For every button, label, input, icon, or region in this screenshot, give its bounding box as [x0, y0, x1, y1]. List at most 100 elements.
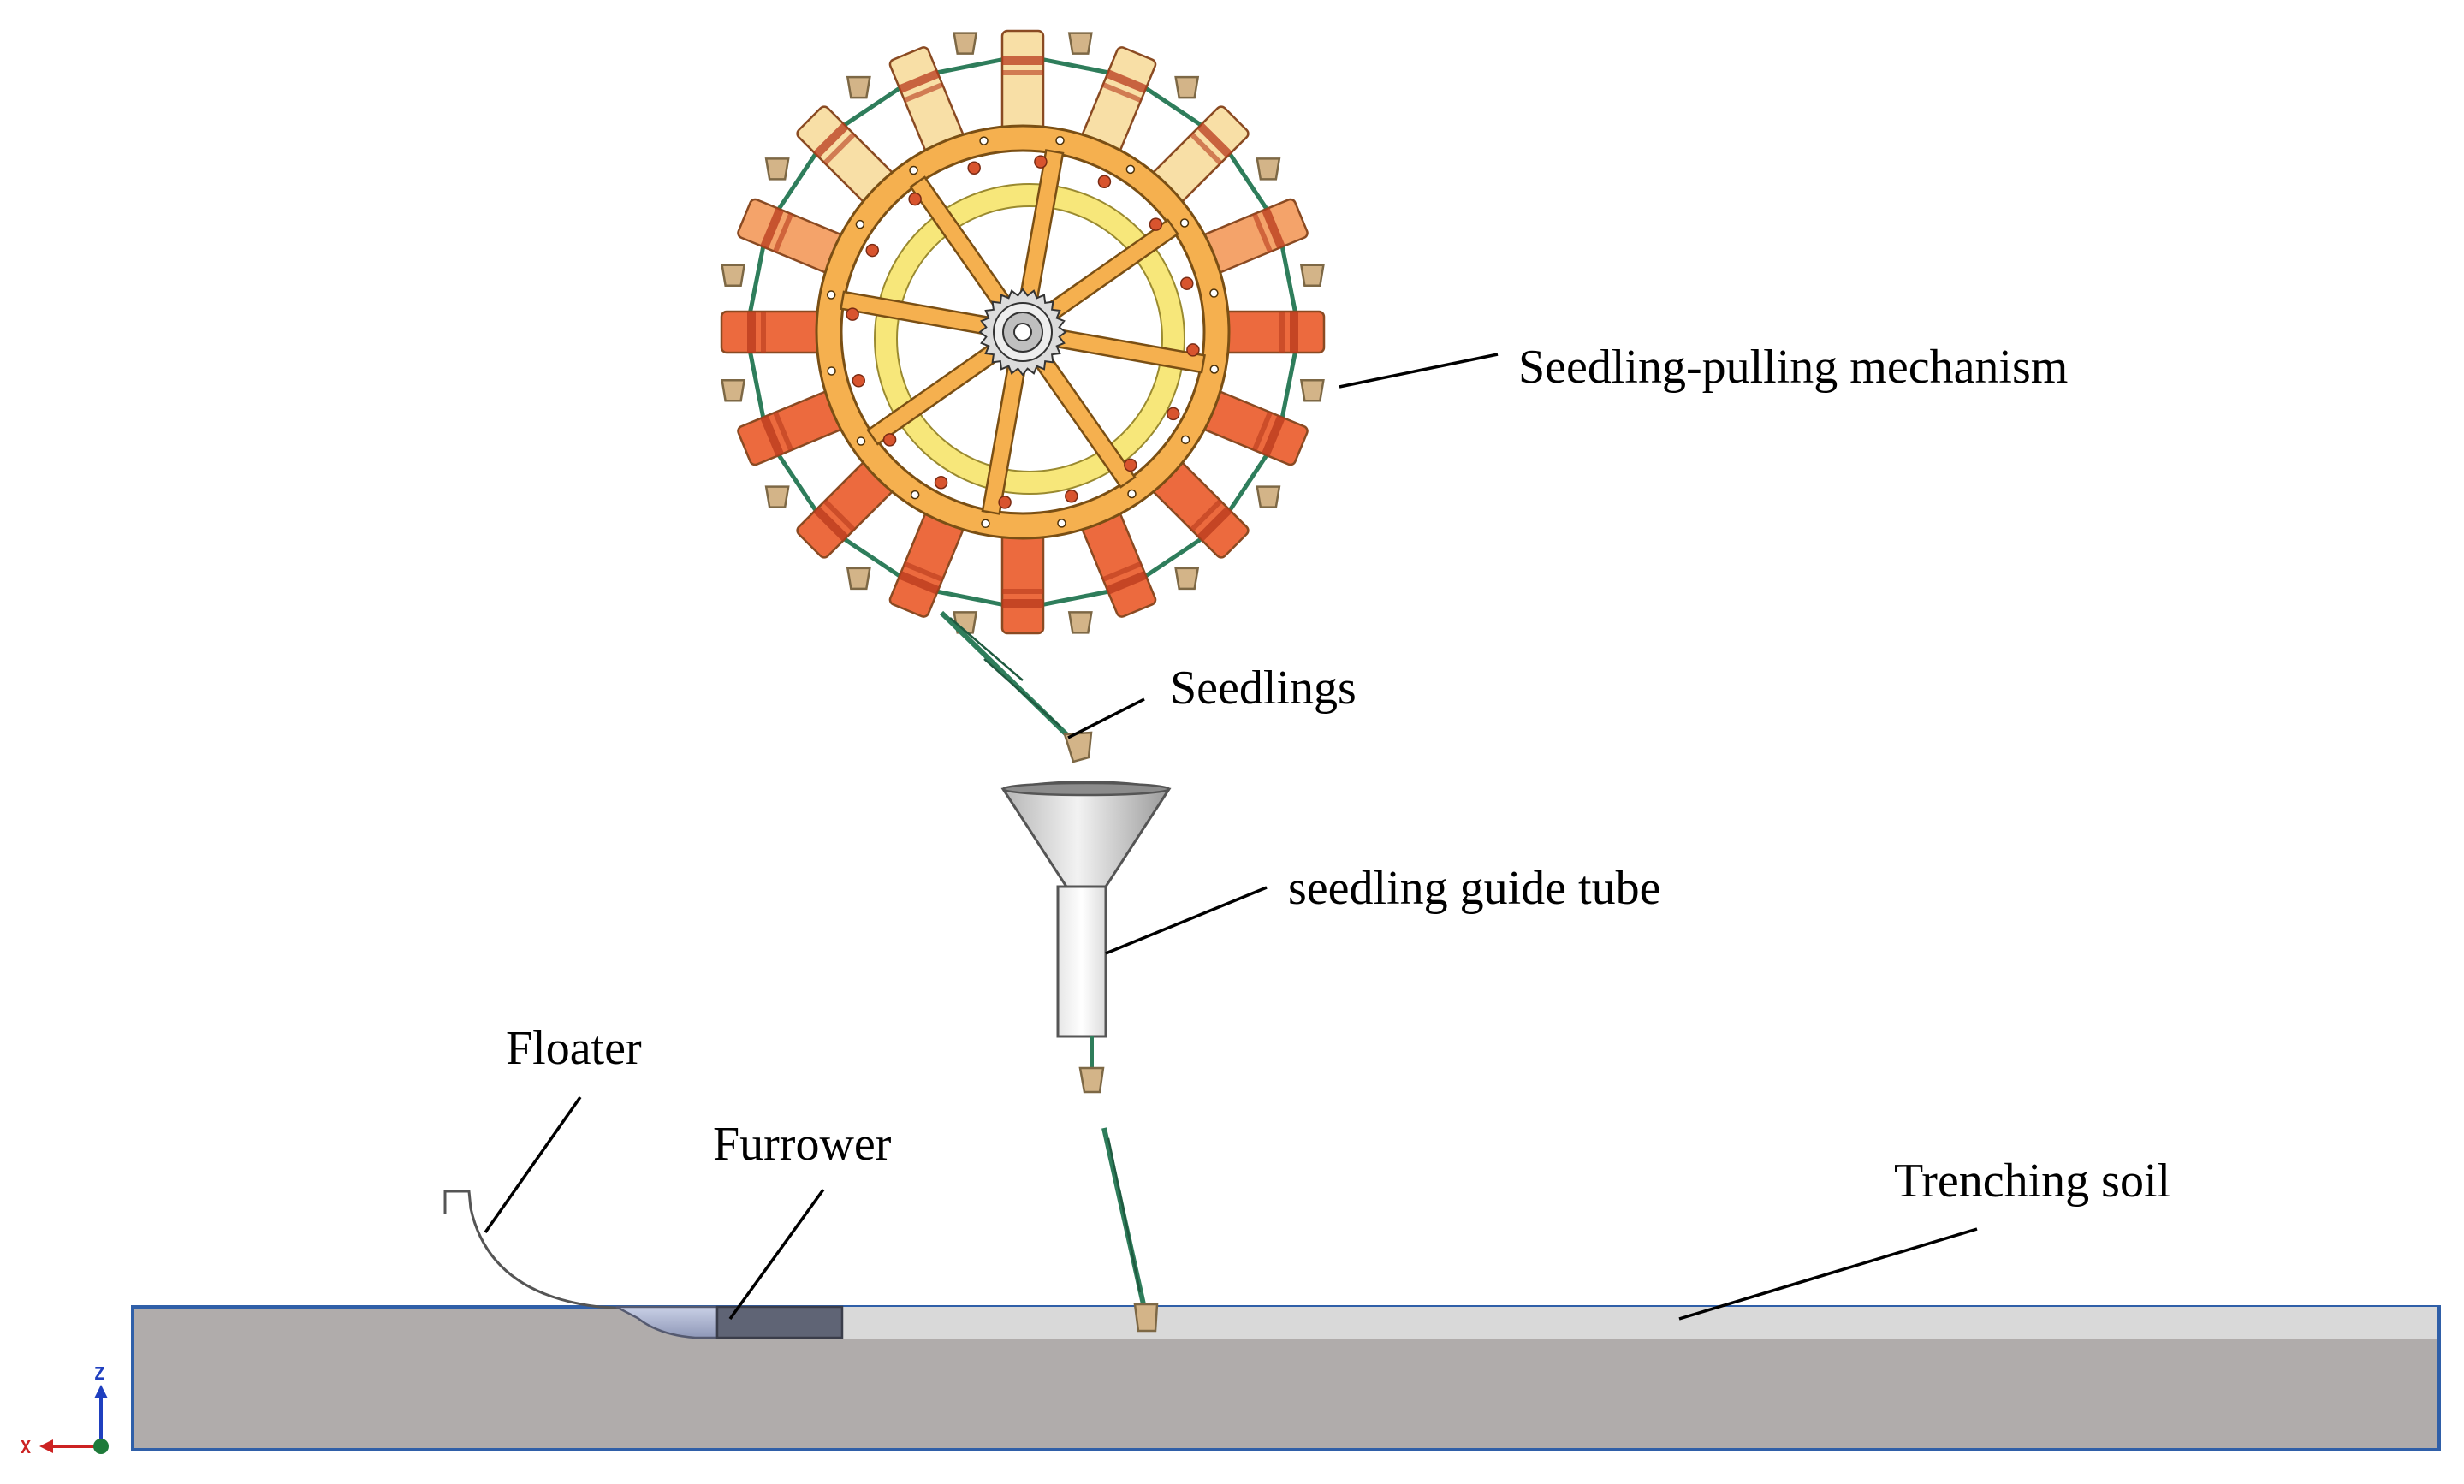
ring-seedling-leaf [1225, 449, 1272, 516]
ring-seedling-leaf [1225, 148, 1272, 215]
ring-seedling-leaf [839, 83, 905, 130]
bolt-hole [910, 490, 920, 500]
leader-soil [1678, 1227, 1978, 1321]
clamp-bracket [1180, 276, 1194, 290]
trenching-soil [131, 1305, 2441, 1451]
bolt-hole [826, 290, 836, 300]
ring-seedling-leaf [1140, 83, 1207, 130]
ring-seedling-leaf [1037, 56, 1113, 76]
clamp-bracket [908, 192, 922, 206]
clamp-bracket [1186, 343, 1200, 357]
axis-z-label: Z [94, 1363, 104, 1384]
clamp-arm-band [1190, 499, 1223, 532]
bolt-hole [856, 436, 866, 446]
clamp-arm-band [760, 207, 784, 249]
clamp-bracket [1167, 407, 1180, 421]
ring-seedling-leaf [1140, 534, 1207, 581]
axis-z-arrow-icon [94, 1385, 108, 1398]
seedling-pulling-mechanism [720, 29, 1326, 635]
clamp-arm-band [1251, 212, 1273, 253]
leader-mechanism [1339, 353, 1499, 389]
bolt-hole [1125, 164, 1136, 175]
clamp-arm-band [747, 312, 756, 353]
axis-origin-icon [93, 1439, 109, 1454]
leader-furrower [728, 1188, 825, 1321]
ring-seedling-root-plug [721, 379, 746, 402]
ring-seedling-root-plug [764, 157, 790, 181]
clamp-arm-band [1251, 411, 1273, 452]
clamp-arm-band [1002, 56, 1043, 65]
clamp-arm-band [1101, 82, 1143, 104]
clamp-arm-band [1101, 561, 1143, 582]
ring-seedling-leaf [774, 449, 821, 516]
label-mechanism: Seedling-pulling mechanism [1518, 341, 2068, 394]
label-furrower: Furrower [713, 1118, 892, 1171]
bolt-hole [909, 165, 918, 175]
axis-triad: Z X [21, 1363, 109, 1457]
ring-seedling-root-plug [846, 567, 871, 591]
tube [1056, 885, 1107, 1038]
bolt-hole [1179, 218, 1190, 228]
clamp-arm-band [1290, 312, 1298, 353]
ring-seedling-leaf [774, 148, 821, 215]
clamp-arm-band [813, 506, 849, 542]
clamp-arm-band [1002, 70, 1043, 75]
ring-seedling-root-plug [846, 75, 871, 99]
ring-seedling-root-plug [1256, 157, 1281, 181]
ring-seedling-leaf [747, 241, 767, 318]
funnel-rim [1001, 781, 1171, 797]
clamp-arm-band [1196, 506, 1232, 542]
seedlings [939, 610, 1159, 1333]
clamp-arm-band [1190, 132, 1223, 165]
soil-top-layer [843, 1307, 2437, 1339]
furrower-body [715, 1305, 844, 1339]
clamp-bracket [846, 307, 859, 321]
label-soil: Trenching soil [1894, 1155, 2170, 1208]
bolt-hole [855, 219, 865, 229]
clamp-arm [1000, 510, 1045, 635]
bolt-hole [979, 136, 989, 145]
clamp-arm-band [1262, 207, 1285, 249]
clamp-arm [1000, 29, 1045, 154]
clamp-arm-band [1279, 312, 1285, 353]
seedling-root-plug [1133, 1303, 1159, 1333]
ring-seedling-root-plug [1256, 485, 1281, 508]
ring-seedling-root-plug [1299, 379, 1325, 402]
bolt-hole [1209, 288, 1219, 298]
clamp-arm-band [1106, 69, 1148, 93]
ring-seedling-root-plug [764, 485, 790, 508]
cam-ring-edge [896, 205, 1163, 472]
clamp-arm-band [773, 212, 794, 253]
clamp-bracket [882, 433, 897, 447]
clamp-bracket [934, 476, 948, 490]
floater-curve [443, 1190, 651, 1311]
leader-floater [484, 1095, 582, 1234]
clamp-arm-band [903, 82, 944, 104]
label-guide-tube: seedling guide tube [1288, 862, 1660, 915]
bolt-hole [981, 519, 990, 529]
ring-seedling-leaf [839, 534, 905, 581]
leader-guide-tube [1105, 886, 1268, 955]
clamp-arm-band [761, 312, 766, 353]
clamp-bracket [1124, 458, 1137, 472]
ring-seedling-root-plug [1174, 567, 1200, 591]
clamp-bracket [967, 161, 981, 175]
clamp-bracket [1034, 155, 1048, 169]
clamp-arm-band [1262, 415, 1285, 457]
bolt-hole [827, 366, 836, 376]
clamp-arm-band [773, 411, 794, 452]
bolt-hole [1209, 365, 1220, 374]
cam-ring [875, 184, 1185, 494]
bolt-hole [1127, 489, 1137, 499]
label-floater: Floater [506, 1022, 642, 1075]
label-seedlings: Seedlings [1170, 662, 1357, 715]
clamp-arm-band [760, 415, 784, 457]
ring-seedling-leaf [932, 588, 1008, 608]
axis-x-label: X [21, 1437, 31, 1457]
bolt-hole [1180, 435, 1190, 445]
ring-seedling-leaf [1037, 588, 1113, 608]
seedling-leaf-detail [1107, 1137, 1142, 1293]
ring-seedling-root-plug [1174, 75, 1200, 99]
ring-seedling-root-plug [1067, 611, 1093, 634]
